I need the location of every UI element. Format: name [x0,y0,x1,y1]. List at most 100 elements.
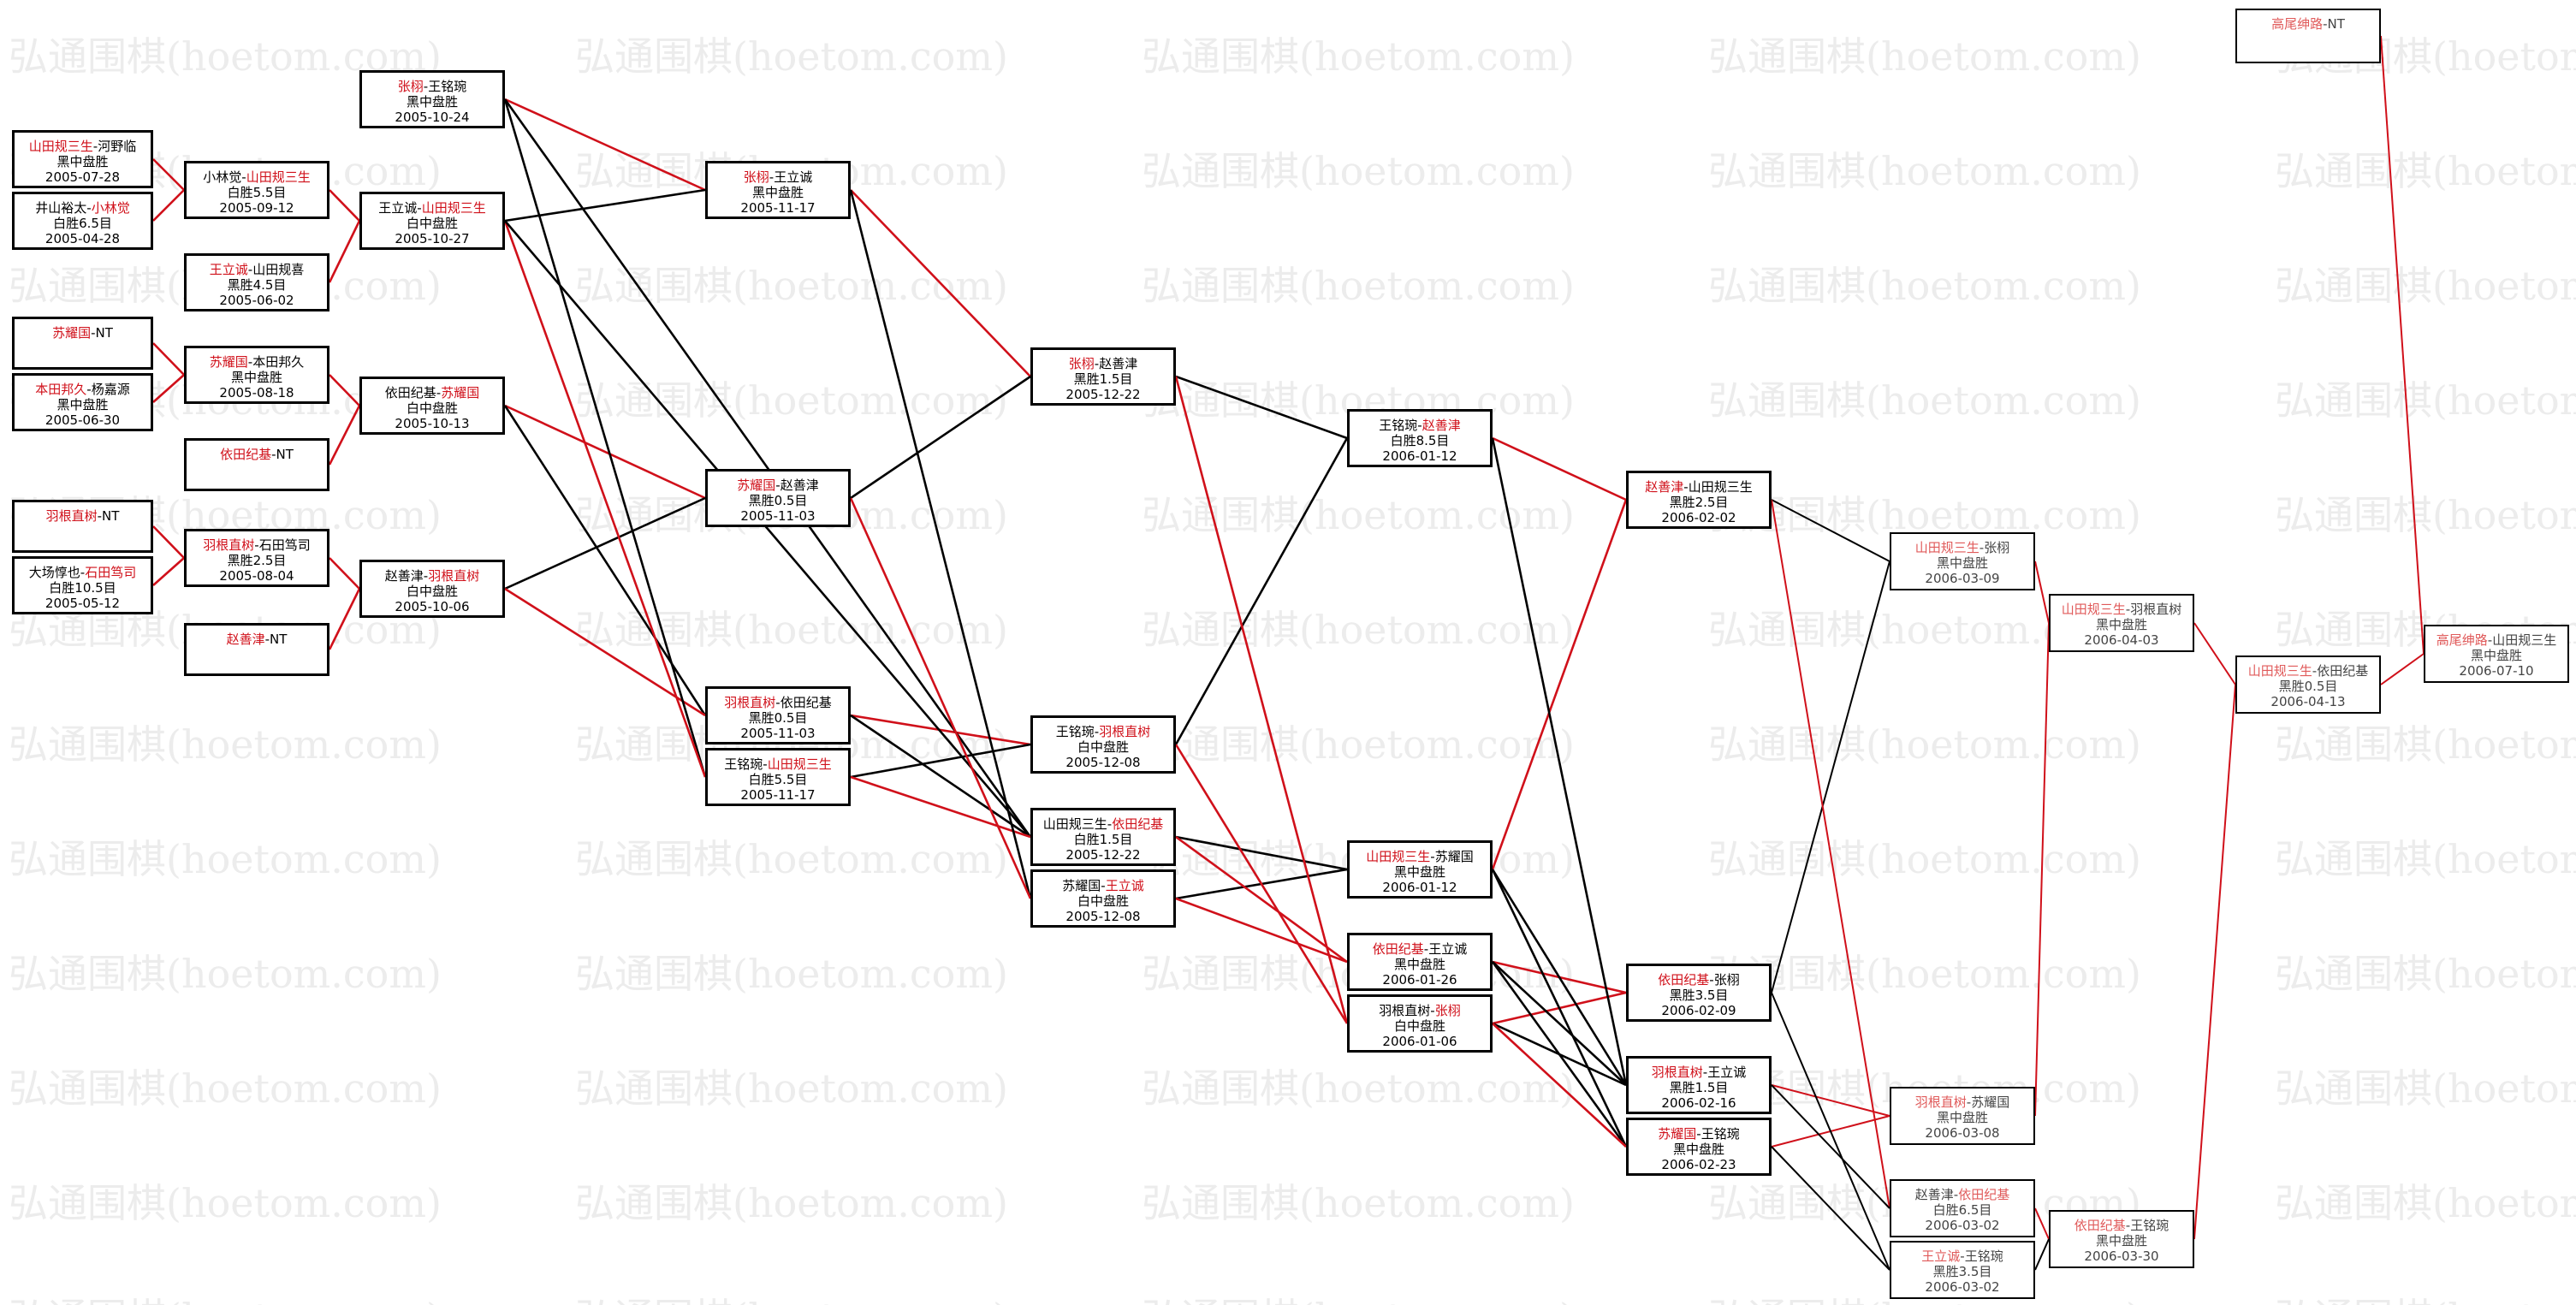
match-date: 2005-12-22 [1065,847,1141,863]
player-name: 赵善津 [226,632,265,647]
player-name: 羽根直树 [724,695,776,710]
match-players: 羽根直树-张栩 [1350,1003,1490,1018]
player-name: 赵善津 [1914,1187,1954,1202]
player-name: 山田规三生 [2492,632,2557,648]
match-date: 2005-12-08 [1065,909,1141,924]
watermark-text: 弘通围棋(hoetom.com) [575,263,1008,309]
player-name: 依田纪基 [2074,1218,2126,1233]
player-name: 本田邦久 [252,354,305,370]
connector-line [849,497,1032,899]
player-name: 山田规三生 [1366,849,1431,864]
match-date: 2006-07-10 [2459,663,2534,679]
watermark-text: 弘通围棋(hoetom.com) [9,721,442,768]
match-date: 2006-02-09 [1661,1003,1736,1018]
player-separator: - [1417,418,1422,433]
match-players: 小林觉-山田规三生 [187,169,327,185]
player-name: 依田纪基 [780,695,832,710]
match-date: 2006-04-03 [2084,632,2159,648]
player-name: 依田纪基 [1112,816,1164,832]
player-separator: - [2125,1218,2131,1233]
match-players: 张栩-王铭琬 [362,79,502,94]
connector-line [152,374,185,403]
watermark-text: 弘通围棋(hoetom.com) [1708,492,2141,538]
match-result: 黑胜2.5目 [1669,495,1729,510]
connector-line [2034,1238,2050,1271]
player-name: 王立诚 [1105,878,1144,893]
player-name: 大场惇也 [28,565,80,580]
connector-line [1492,436,1627,501]
match-date: 2006-01-12 [1382,880,1457,895]
match-date: 2006-03-09 [1925,571,2000,586]
match-players: 依田纪基-王立诚 [1350,941,1490,957]
watermark-text: 弘通围棋(hoetom.com) [1708,148,2141,194]
player-separator: - [1107,816,1113,832]
connector-line [1771,561,1890,994]
watermark-text: 弘通围棋(hoetom.com) [575,951,1008,997]
player-name: 山田规三生 [2061,602,2126,617]
connector-line [1175,835,1348,871]
match-date: 2006-01-12 [1382,448,1457,464]
player-name: 张栩 [743,169,769,185]
player-name: 赵善津 [1099,356,1138,371]
match-result: 白中盘胜 [406,584,458,599]
player-separator: - [86,382,92,397]
player-name: 石田笃司 [85,565,137,580]
connector-line [1491,437,1628,1086]
player-name: 王铭琬 [2130,1218,2169,1233]
watermark-text: 弘通围棋(hoetom.com) [2275,836,2576,882]
player-name: 王铭琬 [1701,1126,1740,1142]
player-name: 山田规三生 [421,200,486,216]
connector-line [329,374,360,406]
watermark-text: 弘通围棋(hoetom.com) [2275,1065,2576,1112]
match-players: 赵善津-NT [187,632,327,647]
connector-line [503,98,1032,838]
player-name: 张栩 [1434,1003,1461,1018]
watermark-text: 弘通围棋(hoetom.com) [575,1295,1008,1305]
match-players: 王铭琬-山田规三生 [708,756,848,772]
player-name: 王立诚 [1428,941,1468,957]
connector-line [152,158,185,191]
match-players: 依田纪基-张栩 [1629,972,1769,988]
match-players: 羽根直树-石田笃司 [187,537,327,553]
match-result: 黑胜4.5目 [227,277,287,293]
match-date: 2005-06-30 [45,412,121,428]
match-result: 黑中盘胜 [2470,648,2522,663]
player-name: 羽根直树 [428,568,480,584]
player-separator: - [2312,663,2318,679]
connector-line [1771,992,1890,1271]
player-separator: - [1696,1126,1701,1142]
match-date: 2005-10-13 [395,416,470,431]
player-name: 苏耀国 [1971,1094,2010,1110]
player-name: 赵善津 [780,478,819,493]
match-result: 白中盘胜 [406,216,458,231]
match-date: 2005-10-27 [395,231,470,246]
player-separator: - [1423,941,1429,957]
match-result: 黑中盘胜 [56,397,109,412]
player-separator: - [1966,1094,1972,1110]
match-box: 高尾绅路-NT [2235,9,2381,63]
match-result: 白胜8.5目 [1390,433,1450,448]
match-date: 2006-02-23 [1661,1157,1736,1172]
match-players: 王立诚-山田规喜 [187,262,327,277]
watermark-text: 弘通围棋(hoetom.com) [2275,492,2576,538]
player-name: 河野临 [98,139,137,154]
connector-line [2380,653,2425,685]
player-name: 王铭琬 [428,79,467,94]
player-name: 羽根直树 [1379,1003,1431,1018]
player-name: NT [276,447,294,462]
connector-line [503,220,707,778]
player-separator: - [91,325,96,341]
player-name: 苏耀国 [1062,878,1101,893]
player-name: 羽根直树 [1099,724,1151,739]
connector-line [1491,869,1628,1148]
match-result: 黑中盘胜 [56,154,109,169]
